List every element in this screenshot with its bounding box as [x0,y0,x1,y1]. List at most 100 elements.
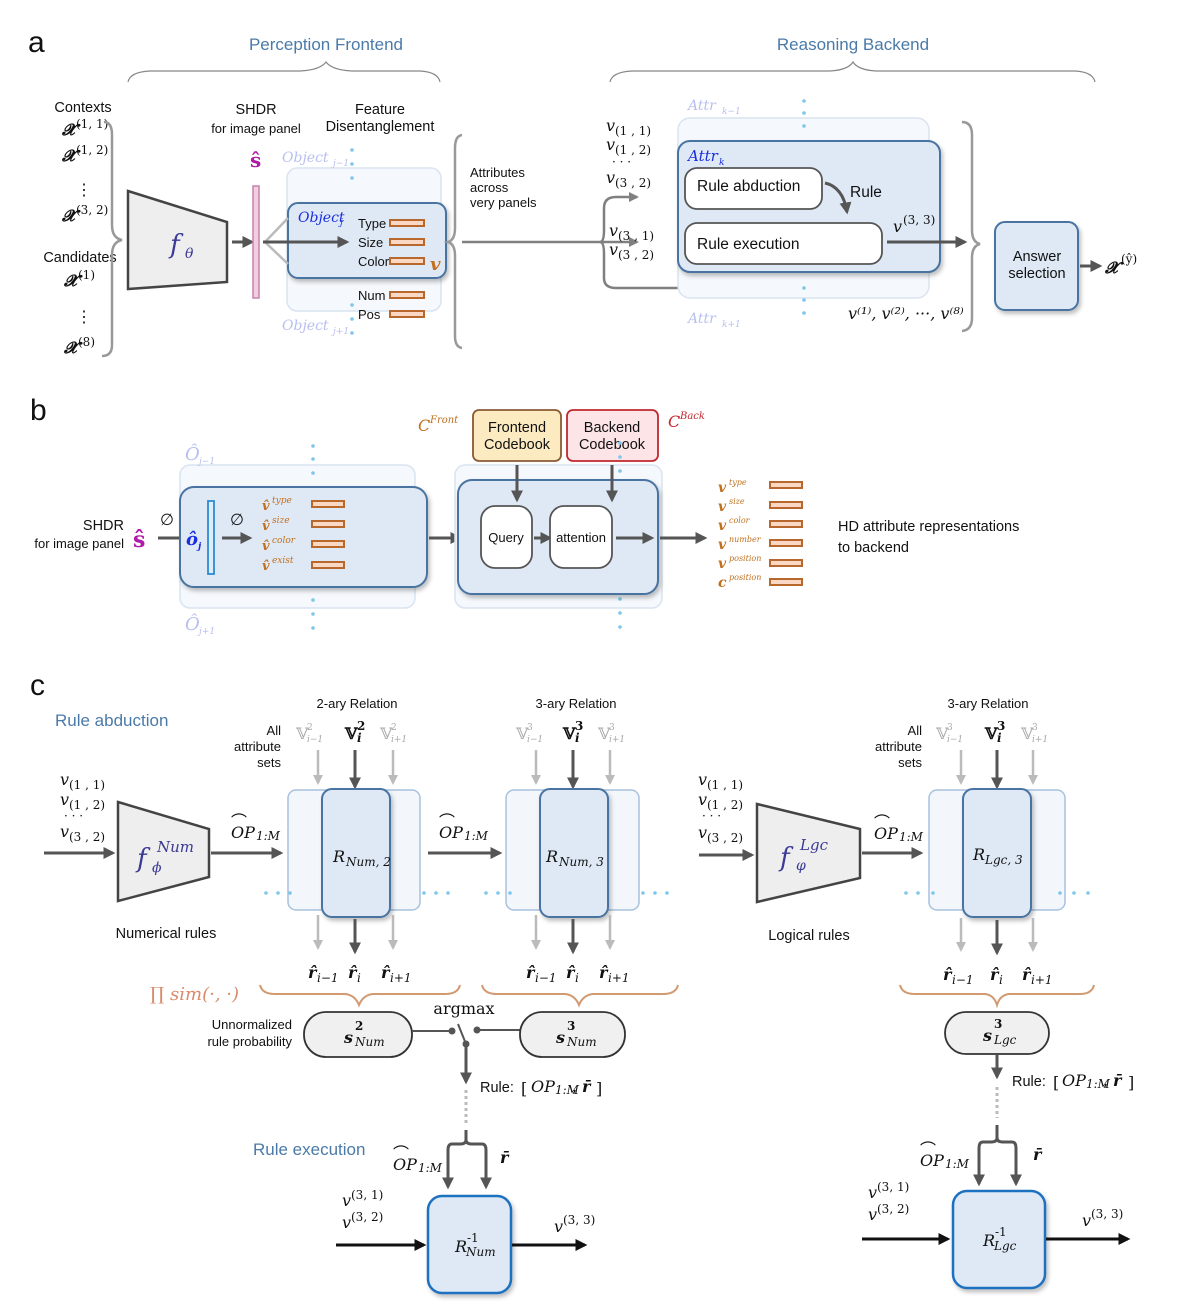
rule-comma-num: , [572,1077,577,1096]
out-attr-color-sym: v [718,518,727,534]
out-attr-type-bar [769,481,803,489]
v3l-next-sub: i+1 [1032,735,1048,745]
r-num-inverse-box [426,1194,513,1295]
o-cur-label: ô [186,529,198,550]
encoder-f-sub: θ [185,246,194,262]
rule-execution-box [684,222,883,265]
rule-op-lgc: OP [1062,1071,1086,1090]
num-f-sub: ϕ [152,860,162,876]
lgc-in-sub3: (3 , 2) [707,831,743,845]
v2-next: 𝕍 [379,724,393,743]
output-x-sup: (ŷ) [1121,252,1137,266]
o-dots-bottom [311,598,315,630]
r-lgc-inverse-box [951,1189,1047,1290]
exec-rbar-arrow-lgc [995,1137,1022,1187]
ex-in-v2: v [609,240,618,259]
hd-label-1: HD attribute representations [838,519,1019,535]
attr-type: Type [358,216,386,231]
all-attr-2b: attribute [875,739,922,754]
ab-in-v3: v [606,168,615,187]
num-in-sub2: (1 , 2) [69,798,105,812]
all-attr-1a: All [267,723,282,738]
v33-sup: (3, 3) [903,213,935,227]
op-hat-1: ⌒ [231,812,247,831]
exec-rbar-num: r̄ [500,1148,510,1167]
rule-op-sub-num: 1:M [555,1083,580,1097]
sim-brace-3-lgc [899,984,1095,1009]
o-dots-top [311,444,315,475]
attr-size: Size [358,235,383,250]
exec-op-lgc: OP [920,1151,944,1170]
v-hat-type: v̂ [262,499,270,514]
v3l-cur: 𝕍 [984,724,998,743]
exec-in-sup1-num: (3, 1) [351,1188,383,1202]
v-hat-size-bar [311,520,345,528]
v3l-cur-sup: 3 [997,719,1005,733]
r-hat-set-3-lgc: r̂ i−1 r̂ i r̂ i+1 [943,965,1053,987]
bracket-close-lgc: ] [1128,1073,1134,1092]
v-hat-exist-sup: exist [272,556,294,566]
feature-title-1: Feature [355,102,405,118]
bracket-open-num: [ [521,1079,527,1098]
attr-color: Color [358,254,390,269]
out-attr-position-sym: v [718,556,727,572]
out-attr-type-sup: type [729,478,747,487]
rh3n-prev: r̂ [526,963,536,982]
ab-in-sub3: (3 , 2) [615,176,651,190]
out-attr-number-bar [769,539,803,547]
r-num2-sub: Num, 2 [345,855,391,869]
num-caption: Numerical rules [116,926,217,942]
out-attr-color-bar [769,520,803,528]
panel-c: c Rule abduction v (1 , 1) v (1 , 2) · ·… [30,669,1134,1295]
v3n-cur-sub: i [575,731,580,745]
exec-op-sub-num: 1:M [418,1161,443,1175]
v2-prev: 𝕍 [295,724,309,743]
argmax-switch [412,1023,523,1048]
frontend-codebook-label-2: Codebook [484,437,551,453]
v-hat-exist-bar [311,561,345,569]
v-hat-color: v̂ [262,539,270,554]
object-prev-sub: j−1 [331,159,349,169]
rh3n-next-sub: i+1 [608,971,630,985]
object-prev-label: Object [282,150,329,166]
attr-next-sub: k+1 [722,320,741,330]
c-front-label: C [418,416,430,435]
s-num2-pill [303,1011,413,1058]
sim-brace-2 [259,984,461,1008]
op-label-2: OP [439,823,463,842]
v-hat-type-bar [311,500,345,508]
rh2-prev: r̂ [308,963,318,982]
shdr-sub-a: for image panel [211,121,301,136]
ab-in-v1: v [606,116,615,135]
candidate-sup-8: (8) [78,335,95,349]
panel-b-letter: b [30,394,47,427]
attention-label: attention [556,530,606,545]
s-lgc3-pill [944,1011,1050,1055]
exec-out-v-num: v [554,1217,563,1236]
rh3l-next: r̂ [1022,965,1032,984]
s-num3-sup: 3 [567,1019,575,1033]
contexts-label: Contexts [54,100,111,116]
unnormalized-label-1: Unnormalized [212,1017,292,1032]
attr-next-label: Attr [686,311,717,327]
num-in-dots: · · · [64,809,83,823]
r-lgc3-dots-right [1058,891,1090,895]
exec-rbar-lgc: r̄ [1033,1145,1043,1164]
exec-out-v-lgc: v [1082,1211,1091,1230]
out-attr-size-sup: size [729,497,745,506]
v2-prev-sub: i−1 [307,735,323,745]
ex-in-sub1: (3 , 1) [618,229,654,243]
rule-abduction-title: Rule abduction [55,711,168,730]
rh3n-next: r̂ [599,963,609,982]
execution-inputs: v (3 , 1) v (3 , 2) [609,221,654,262]
num-in-v2: v [60,790,69,809]
object-cur-label: Object [298,210,345,226]
exec-in-v1-lgc: v [868,1183,877,1202]
lgc-encoder [755,802,862,904]
s-hat-b: ŝ [133,527,145,553]
o-next-sub: j+1 [197,627,215,637]
attribute-list-a: Type Size Color v Num Pos [358,216,441,322]
r-num2-box [321,788,391,918]
o-next-label: Ô [185,612,200,635]
v-sets-3-num: 𝕍 i−1 3 𝕍 i 3 𝕍 i+1 3 [515,719,625,745]
